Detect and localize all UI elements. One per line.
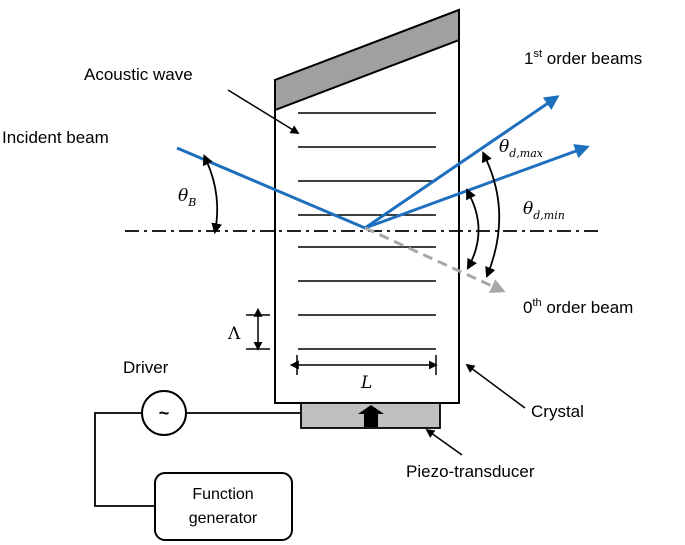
wiring [94,412,301,507]
piezo-transducer [300,402,441,429]
wavelength-marker [246,307,270,351]
theta-dmax-arc [482,151,501,278]
first-order-beam-max [364,95,560,230]
theta-dmin-symbol: θd,min [523,199,565,222]
crystal-label: Crystal [531,402,584,421]
acoustic-wavefronts [298,112,436,350]
crystal-top-facet [274,8,460,112]
function-generator-line2: generator [189,510,258,527]
zeroth-order-beam-line [364,226,506,293]
driver-label: Driver [123,358,169,377]
zeroth-order-label: 0th order beam [523,297,633,317]
theta-dmax-symbol: θd,max [499,137,544,160]
function-generator-box [154,472,293,541]
theta-b-symbol: θB [178,186,196,209]
driver-source: ~ [141,390,187,436]
wavelength-symbol: Λ [227,324,241,344]
function-generator-line1: Function [192,486,253,503]
first-order-beam-min [364,144,590,230]
first-order-label: 1st order beams [524,48,642,68]
acoustic-wave-label: Acoustic wave [84,65,193,84]
label-pointers [227,89,526,456]
theta-b-arc [202,154,222,235]
piezo-transducer-label: Piezo-transducer [406,462,535,481]
length-marker [289,355,438,375]
crystal [274,8,460,404]
source-symbol: ~ [159,403,170,423]
theta-dmin-arc [466,188,480,270]
incident-beam-label: Incident beam [2,128,109,147]
length-symbol: L [360,373,372,393]
transducer-arrow-icon [358,405,384,427]
